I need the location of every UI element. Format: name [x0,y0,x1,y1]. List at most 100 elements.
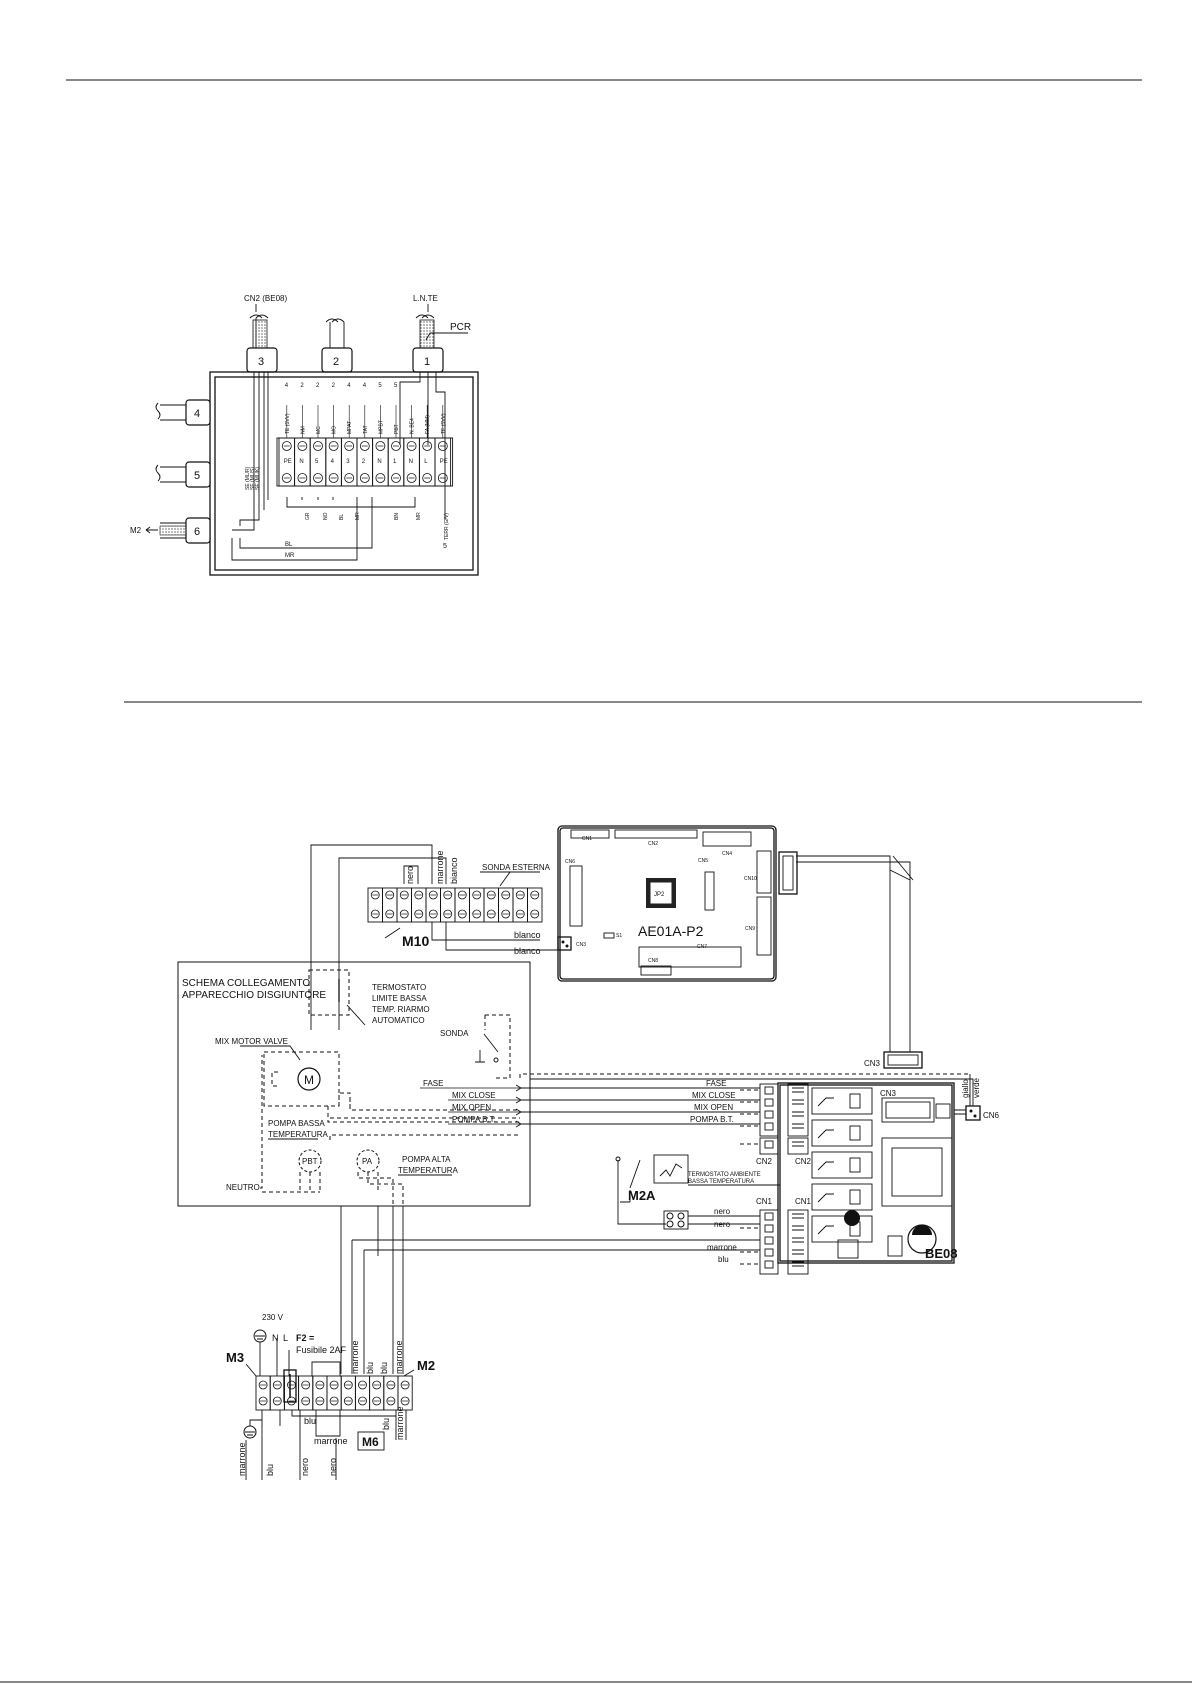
wire-number-2: 2 [316,383,320,389]
gland-4: 4 [194,408,200,420]
termostato-ambiente-1: TERMOSTATO AMBIENTE [688,1172,761,1178]
wire-number-4: 4 [347,383,351,389]
left-signal-2: SE (ML/K) [255,467,261,490]
bottom-blu: blu [265,1464,275,1476]
ae-cn2: CN2 [648,841,658,847]
wire-number-3: 2 [332,383,336,389]
m2-block-label: M2 [417,1358,435,1373]
be08-cn3: CN3 [880,1089,897,1098]
terminal-1: N [299,459,303,465]
sonda-esterna-label: SONDA ESTERNA [482,863,551,872]
neutro-label: NEUTRO [226,1183,260,1192]
m10-terminal-block [367,887,543,923]
gland-2: 2 [333,356,339,368]
cn3-label: CN3 [864,1059,881,1068]
be08-label: BE08 [925,1246,958,1261]
m10-label: M10 [402,933,429,949]
ae-cn10: CN10 [744,876,757,882]
wire-bianco-m10: bianco [449,857,459,884]
left-signal-1: SE (ML/S) [250,467,256,490]
mr-label: MR [285,553,295,559]
terminal-signal-8: N. BE4 [410,418,416,434]
blanco-2: blanco [514,946,541,956]
blanco-1: blanco [514,930,541,940]
terminal-2: 5 [315,459,319,465]
signal-left-2: MIX OPEN [452,1103,491,1112]
bottom-marrone: marrone [237,1442,247,1476]
cable-2: 2 [321,318,353,373]
pbt-label: PBT [302,1157,318,1166]
pompa-alta-1: POMPA ALTA [402,1155,451,1164]
cn1-a: CN1 [756,1197,773,1206]
bottom-nero-1: nero [300,1458,310,1476]
verde-label: verde [972,1077,981,1098]
terminal-6: N [377,459,381,465]
right-blu: blu [381,1418,391,1430]
v230-label: 230 V [262,1313,284,1322]
terminal-signal-7: PBT [394,424,400,434]
bottom-terminal-block [255,1369,413,1411]
signal-right-2: MIX OPEN [694,1103,733,1112]
ae-cn1: CN1 [582,836,592,842]
termostato-line-0: TERMOSTATO [372,983,426,992]
chip-jp2: JP2 [654,892,665,898]
under-marrone: marrone [314,1436,348,1446]
wire-top-marrone: marrone [350,1340,360,1374]
wire-label-1: NO [323,512,329,520]
m3-label: M3 [226,1350,244,1365]
wire-nero-m10: nero [405,866,415,884]
wire-label-2: BL [339,514,345,520]
ae-cn9: CN9 [745,926,755,932]
wire-top-blu-1: blu [365,1362,375,1374]
terminal-signal-0: TE (5VV) [285,413,291,434]
wire-number-5: 4 [363,383,367,389]
signal-right-1: MIX CLOSE [692,1091,736,1100]
terminal-signal-4: MPAT [347,421,353,434]
m2a-label: M2A [628,1188,656,1203]
signal-left-1: MIX CLOSE [452,1091,496,1100]
l-label: L [283,1333,288,1343]
gland-6: 6 [194,526,200,538]
cn1-wire-nero-2: nero [714,1220,731,1229]
pompa-bassa-1: POMPA BASSA [268,1119,325,1128]
cable-1: 1 [412,304,444,373]
giallo-label: giallo [961,1079,970,1098]
mix-motor-valve-label: MIX MOTOR VALVE [215,1037,288,1046]
ae01a-p2-board: JP2 CN1 CN2 CN4 CN5 CN6 CN7 CN8 CN9 CN10… [557,825,798,982]
wire-number-7: 5 [394,383,398,389]
pompa-bassa-2: TEMPERATURA [268,1130,329,1139]
terminal-7: 1 [393,459,397,465]
connection-diagram: JP2 CN1 CN2 CN4 CN5 CN6 CN7 CN8 CN9 CN10… [177,825,1000,1480]
terminal-signal-2: MC [316,426,322,434]
terminal-signal-3: MO [332,426,338,434]
wire-label-4: BN [394,513,400,520]
terminal-3: 4 [331,459,335,465]
n-label: N [272,1333,279,1343]
ae-cn8: CN8 [648,958,658,964]
pompa-alta-2: TEMPERATURA [398,1166,459,1175]
cn2-be08-label: CN2 (BE08) [244,294,287,303]
pcr-label: PCR [450,322,471,333]
terminal-9: L [424,459,428,465]
ae-cn5: CN5 [698,858,708,864]
wire-label-0: GR [305,512,311,520]
wire-top-marrone-2: marrone [394,1340,404,1374]
lnte-label: L.N.TE [413,294,438,303]
cable-5: 5 [155,461,211,488]
cable-6: 6 M2 [130,517,211,544]
wire-number-0: 4 [285,383,289,389]
cable-4: 4 [155,399,211,426]
wire-label-3: MR [355,512,361,520]
terminal-signal-5: TAT [363,425,369,434]
be08-board: CN3 BE08 CN6 giallo verde [530,1074,1000,1264]
cn1-wire-blu: blu [718,1255,729,1264]
wire-label-terr: TERR (G/V) [444,513,450,540]
signal-left-3: POMPA B.T. [452,1115,496,1124]
wire-marrone-m10: marrone [435,850,445,884]
terminal-10: PE [440,459,448,465]
internal-wires [231,372,446,561]
